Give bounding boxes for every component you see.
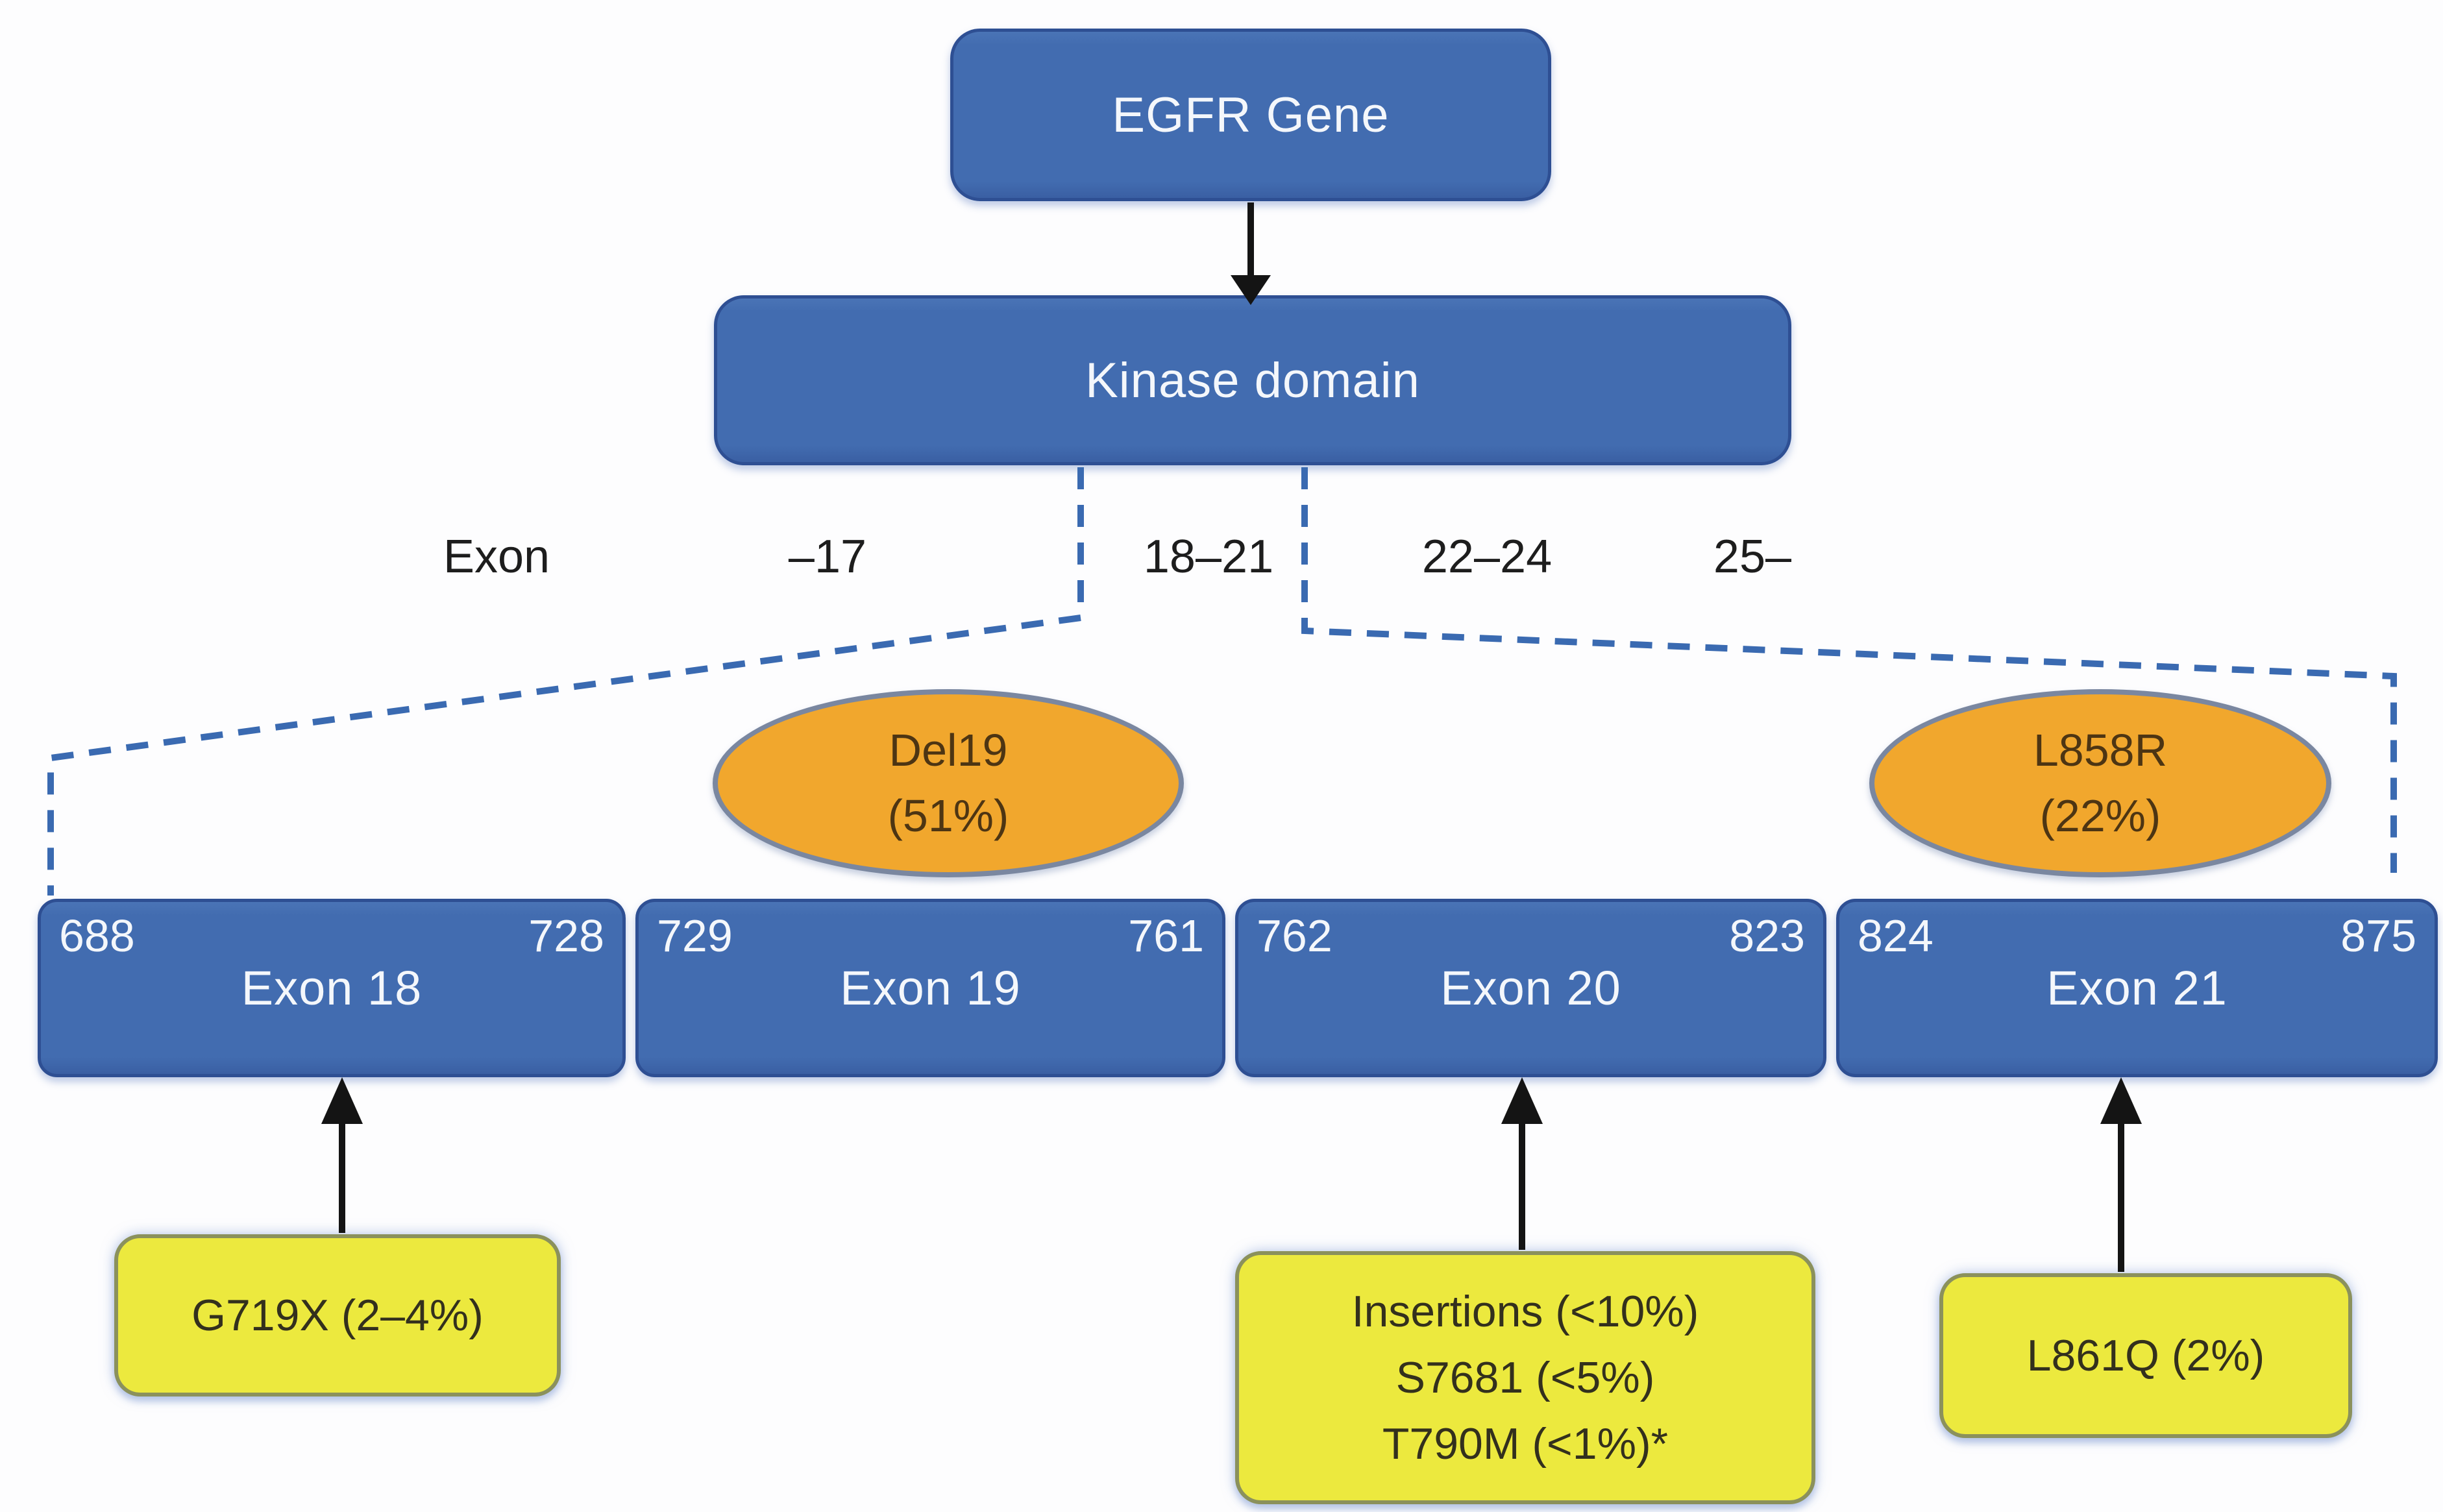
exon21-end-residue: 875 [2340, 910, 2416, 961]
egfr-gene-label: EGFR Gene [1112, 87, 1390, 143]
exon20-start-residue: 762 [1257, 910, 1332, 961]
kinase-to-exons-bracket-right [1301, 467, 2397, 873]
exon19-box: 729 761 Exon 19 [635, 899, 1225, 1077]
del19-frequency: (51%) [887, 790, 1009, 841]
exon18-box: 688 728 Exon 18 [38, 899, 626, 1077]
exon18-mutation-line: G719X (2–4%) [191, 1291, 484, 1340]
l858r-name: L858R [2033, 724, 2168, 775]
exon19-end-residue: 761 [1128, 910, 1204, 961]
exon20-mutation-box: Insertions (<10%) S7681 (<5%) T790M (<1%… [1235, 1251, 1815, 1504]
exon19-start-residue: 729 [657, 910, 733, 961]
insertions-to-exon20-arrow-icon [1501, 1077, 1543, 1250]
kinase-to-exons-bracket-left [47, 467, 1084, 896]
exon-range-label-22-24: 22–24 [1421, 531, 1553, 583]
exon-range-label-18-21: 18–21 [1143, 531, 1274, 583]
exon20-box: 762 823 Exon 20 [1235, 899, 1826, 1077]
exon-range-label-25plus: 25– [1713, 531, 1792, 583]
exon20-mutation-line-2: S7681 (<5%) [1395, 1353, 1655, 1402]
exon18-label: Exon 18 [241, 961, 423, 1015]
exon21-box: 824 875 Exon 21 [1836, 899, 2438, 1077]
exon21-label: Exon 21 [2046, 961, 2228, 1015]
exon20-end-residue: 823 [1729, 910, 1805, 961]
exon-range-label-to17: –17 [788, 531, 867, 583]
exon20-mutation-line-1: Insertions (<10%) [1351, 1287, 1699, 1336]
del19-hotspot-ellipse: Del19 (51%) [713, 689, 1184, 877]
exon21-mutation-line: L861Q (2%) [2026, 1331, 2265, 1380]
kinase-domain-label: Kinase domain [1085, 352, 1420, 408]
l861q-to-exon21-arrow-icon [2100, 1077, 2142, 1272]
exon20-mutation-line-3: T790M (<1%)* [1382, 1419, 1669, 1469]
kinase-domain-box: Kinase domain [714, 295, 1791, 465]
del19-name: Del19 [889, 724, 1008, 775]
g719x-to-exon18-arrow-icon [321, 1077, 363, 1233]
l858r-hotspot-ellipse: L858R (22%) [1869, 689, 2331, 877]
exon21-start-residue: 824 [1858, 910, 1934, 961]
gene-to-kinase-arrow-icon [1231, 202, 1271, 305]
egfr-gene-box: EGFR Gene [950, 29, 1551, 201]
exon18-end-residue: 728 [528, 910, 604, 961]
exon21-mutation-box: L861Q (2%) [1939, 1273, 2352, 1438]
exon18-mutation-box: G719X (2–4%) [114, 1234, 561, 1396]
exon-axis-label: Exon [443, 531, 550, 583]
l858r-frequency: (22%) [2039, 790, 2161, 841]
exon19-label: Exon 19 [840, 961, 1021, 1015]
exon20-label: Exon 20 [1440, 961, 1621, 1015]
exon18-start-residue: 688 [59, 910, 135, 961]
